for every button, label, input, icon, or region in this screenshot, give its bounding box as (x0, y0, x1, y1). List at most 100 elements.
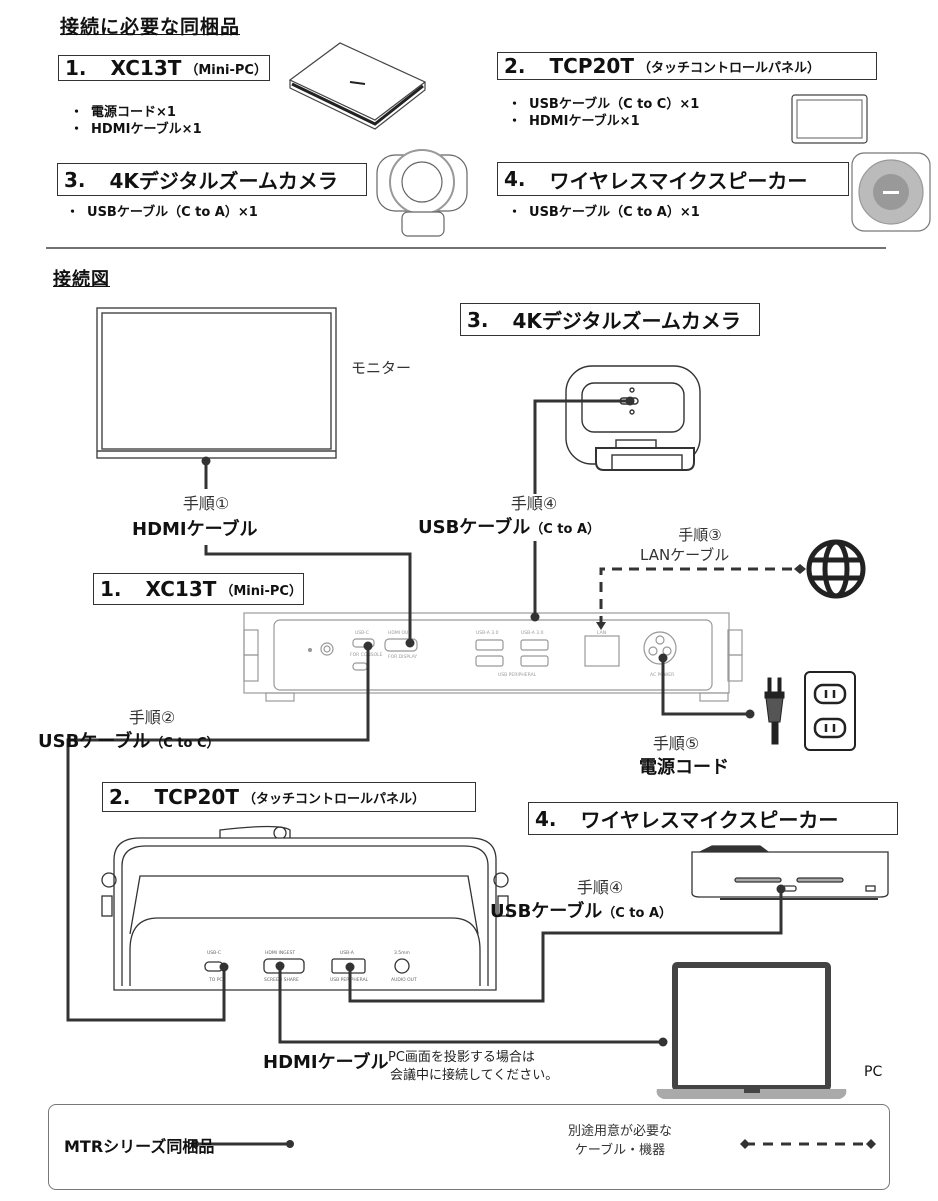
hdmi-pc-cable-label: HDMIケーブル (263, 1052, 389, 1073)
product-number: 1. (100, 577, 122, 601)
included-cables (66, 399, 783, 1044)
port-label: USB-A 3.0 (521, 630, 544, 636)
internet-globe-icon (806, 539, 866, 599)
product-name: TCP20T (549, 54, 634, 78)
camera-device (565, 365, 701, 471)
hdmi-pc-cable (278, 966, 663, 1044)
lan-end-marker (794, 564, 806, 574)
product-number: 3. (467, 307, 489, 332)
product-number: 3. (64, 167, 86, 192)
product-number: 4. (504, 167, 526, 191)
port-label: HDMI OUT (388, 630, 411, 636)
port-label: LAN (597, 630, 606, 636)
step-4-speaker-label: 手順④ (576, 878, 624, 897)
step-4-speaker-cable: USBケーブル（C to A） (490, 897, 672, 923)
cable-name: USBケーブル (490, 901, 603, 922)
hdmi-pc-note-2: 会議中に接続してください。 (390, 1068, 559, 1083)
minipc-thumbnail (288, 42, 427, 130)
power-cord (661, 658, 750, 716)
usb-speaker-cable (348, 889, 783, 1003)
product-label-camera: 3. 4Kデジタルズームカメラ (57, 163, 367, 196)
connector-dot (345, 962, 355, 972)
legend-box (48, 1104, 890, 1190)
legend-included-label: MTRシリーズ同梱品 (64, 1137, 215, 1156)
diagram-label-tcp20t: 2. TCP20T （タッチコントロールパネル） (102, 782, 476, 812)
connector-dot (658, 1037, 668, 1047)
product-label-tcp20t: 2. TCP20T （タッチコントロールパネル） (497, 52, 877, 80)
connector-dot (405, 638, 415, 648)
step-1-label: 手順① (182, 494, 230, 513)
product-name: 4Kデジタルズームカメラ (512, 309, 741, 333)
minipc-device (243, 612, 743, 702)
product-name: XC13T (145, 577, 217, 601)
lan-end-marker (596, 622, 606, 630)
list-item: USBケーブル（C to C）×1 (508, 96, 699, 113)
cable-sub: （C to A） (602, 906, 673, 921)
connector-dot (776, 884, 786, 894)
wall-outlet-icon (804, 671, 856, 751)
step-3-label: 手順③ (678, 526, 722, 544)
port-label: TO PC (208, 977, 223, 983)
step-1-cable: HDMIケーブル (132, 519, 258, 540)
connector-dot (219, 962, 229, 972)
legend-separate-line1: 別途用意が必要な (567, 1124, 672, 1139)
legend-separate-label: 別途用意が必要な ケーブル・機器 (520, 1122, 720, 1160)
diagram-label-speaker: 4. ワイヤレスマイクスピーカー (528, 802, 898, 835)
connector-dot (658, 653, 668, 663)
lan-cable-dashed (599, 567, 800, 626)
legend-solid-dot (191, 1140, 199, 1148)
product-number: 4. (535, 806, 557, 831)
product-label-xc13t: 1. XC13T （Mini-PC） (58, 55, 270, 81)
legend-dashed-marker (866, 1139, 876, 1149)
monitor-label: モニター (351, 359, 412, 377)
usb-c-tcp-cable (66, 646, 370, 1022)
step-5-cable: 電源コード (639, 757, 729, 778)
list-item: HDMIケーブル×1 (70, 121, 202, 138)
legend-dashed-marker (740, 1139, 750, 1149)
connector-dot (275, 961, 285, 971)
port-label: SCREEN SHARE (264, 977, 299, 983)
product-number: 2. (504, 54, 526, 78)
diagram-label-xc13t: 1. XC13T （Mini-PC） (93, 573, 304, 605)
legend-solid-dot (286, 1140, 294, 1148)
step-5-label: 手順⑤ (652, 734, 700, 753)
touch-panel-thumbnail (791, 94, 868, 144)
port-label: USB-C (355, 630, 369, 636)
bundled-items-title: 接続に必要な同梱品 (60, 16, 241, 38)
list-item: 電源コード×1 (70, 104, 202, 121)
step-4-camera-cable: USBケーブル（C to A） (418, 513, 600, 539)
step-2-label: 手順② (128, 708, 176, 727)
connector-dot (625, 396, 635, 406)
pc-label: PC (864, 1064, 883, 1080)
monitor-device (96, 307, 337, 459)
camera-thumbnail (376, 149, 468, 237)
cable-name: USBケーブル (418, 517, 531, 538)
laptop-device (656, 962, 847, 1099)
connection-diagram-title: 接続図 (53, 269, 110, 290)
product-label-speaker: 4. ワイヤレスマイクスピーカー (497, 162, 849, 196)
port-label: USB-A 3.0 (476, 630, 499, 636)
step-3-cable: LANケーブル (640, 546, 730, 564)
power-plug-icon (764, 677, 785, 745)
step-4-camera-label: 手順④ (510, 494, 558, 513)
usb-camera-cable-upper (533, 399, 630, 494)
port-label: FOR DISPLAY (388, 654, 417, 660)
diagram-label-camera: 3. 4Kデジタルズームカメラ (460, 303, 760, 336)
cable-connectors (201, 396, 786, 1047)
port-label: USB PERIPHERAL (498, 672, 537, 678)
port-label: 3.5mm (394, 950, 410, 956)
cable-sub: （C to C） (150, 736, 220, 751)
speaker-device (691, 845, 889, 900)
product-name: ワイヤレスマイクスピーカー (580, 808, 839, 832)
product-sub: （タッチコントロールパネル） (242, 791, 425, 807)
connector-dot (363, 641, 373, 651)
hdmi-monitor-cable-lower (204, 545, 412, 643)
list-item: HDMIケーブル×1 (508, 113, 699, 130)
connector-dot (201, 456, 211, 466)
legend-marks (191, 1139, 876, 1149)
connector-dot (745, 709, 755, 719)
product-name: 4Kデジタルズームカメラ (109, 169, 338, 193)
xc13t-included-list: 電源コード×1 HDMIケーブル×1 (70, 104, 202, 138)
list-item: USBケーブル（C to A）×1 (66, 204, 258, 221)
